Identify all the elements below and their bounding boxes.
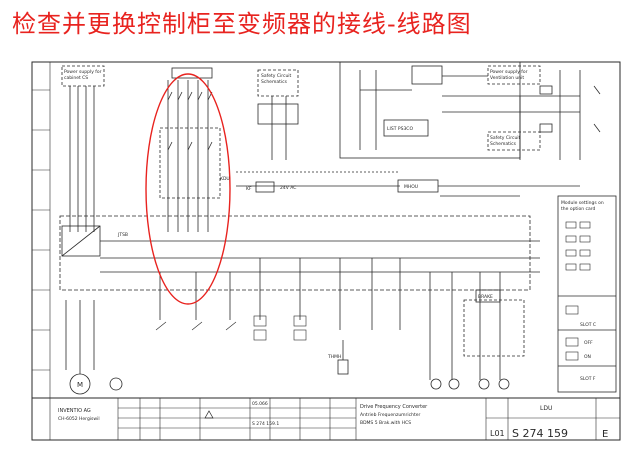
revision: E	[602, 429, 608, 440]
terminal-c	[478, 378, 490, 390]
page-title: 检查并更换控制柜至变频器的接线-线路图	[12, 10, 472, 38]
bus-drops	[159, 258, 501, 380]
safety-circuit-label: Safety Circuit	[261, 73, 292, 79]
ac24v-label: 24V AC	[280, 185, 296, 191]
relay-box-mid	[257, 103, 299, 125]
safety-circuit-box	[257, 69, 299, 97]
drawing-title: Drive Frequency Converter	[360, 404, 428, 410]
company-name: INVENTIO AG	[58, 408, 91, 414]
thmh-label: THMH	[327, 354, 341, 360]
list-ref-label: LIST PS3CO	[387, 126, 413, 132]
power-supply-right-sub-label: Ventilation unit	[490, 75, 524, 81]
power-supply-right-box	[487, 65, 541, 85]
power-supply-box-top	[61, 65, 105, 87]
brake-label: BRAKE	[478, 294, 493, 300]
module-settings-sub-label: the option card	[561, 206, 595, 212]
date-value: 05.066	[252, 401, 268, 407]
code-top: LDU	[540, 405, 552, 412]
warning-triangle	[204, 410, 214, 419]
drawing-frame	[31, 61, 621, 441]
encoder-symbol	[109, 377, 123, 391]
contactor-dashed-box	[159, 127, 221, 199]
list-ref-box	[383, 119, 429, 137]
company-address: CH-6052 Hergiswil	[58, 416, 100, 422]
off-label: OFF	[584, 340, 593, 346]
control-wiring-top	[359, 70, 581, 160]
drawing-title-de: Antrieb Frequenzumrichter	[360, 412, 421, 418]
lower-contacts	[155, 315, 307, 341]
dashed-lower-right	[463, 299, 525, 357]
kdu-label: KDU	[220, 176, 230, 182]
brake-box	[475, 289, 501, 303]
power-supply-label: Power supply for	[64, 69, 102, 75]
contactor-switches	[167, 91, 213, 151]
small-drawing-number: S 274 159.1	[252, 421, 279, 427]
frequency-converter-box	[59, 215, 531, 291]
terminal-a	[430, 378, 442, 390]
left-border-ruler	[32, 89, 50, 371]
drawing-subtitle: BDMS 5 Brak.with HCS	[360, 420, 411, 426]
power-supply-sub-label: cabinet CS	[64, 75, 88, 81]
title-block-grid	[117, 398, 620, 440]
safety-circuit-right-lower	[487, 131, 541, 151]
motor-label: M	[77, 381, 83, 389]
safety-circuit-right-label: Safety Circuit	[490, 135, 521, 141]
drawing-number: S 274 159	[512, 427, 568, 440]
relay-contacts-right	[539, 85, 601, 133]
power-supply-right-label: Power supply for	[490, 69, 528, 75]
module-settings-panel	[557, 195, 617, 393]
terminal-b	[448, 378, 460, 390]
sheet-id: L01	[490, 429, 505, 438]
safety-circuit-right-sub-label: Schematics	[490, 141, 517, 147]
highlight-ellipse	[145, 73, 231, 305]
kf-label: KF	[246, 186, 252, 192]
safety-circuit-sub-label: Schematics	[261, 79, 288, 85]
main-supply-lines	[69, 86, 95, 232]
slot-c-label: SLOT C	[580, 322, 596, 328]
kf-relay-box	[255, 181, 275, 193]
module-settings-label: Module settings on	[561, 200, 604, 206]
jtsb-label: JTSB	[117, 232, 128, 238]
safety-circuit-box-right	[411, 65, 443, 85]
terminal-d	[498, 378, 510, 390]
mhou-label: MHOU	[404, 184, 418, 190]
thmh-box	[337, 359, 349, 375]
switch-label-box	[171, 67, 213, 79]
slot-f-label: SLOT F	[580, 376, 596, 382]
on-label: ON	[584, 354, 591, 360]
contactor-lines	[167, 80, 209, 232]
module-dip-rows	[565, 221, 591, 361]
